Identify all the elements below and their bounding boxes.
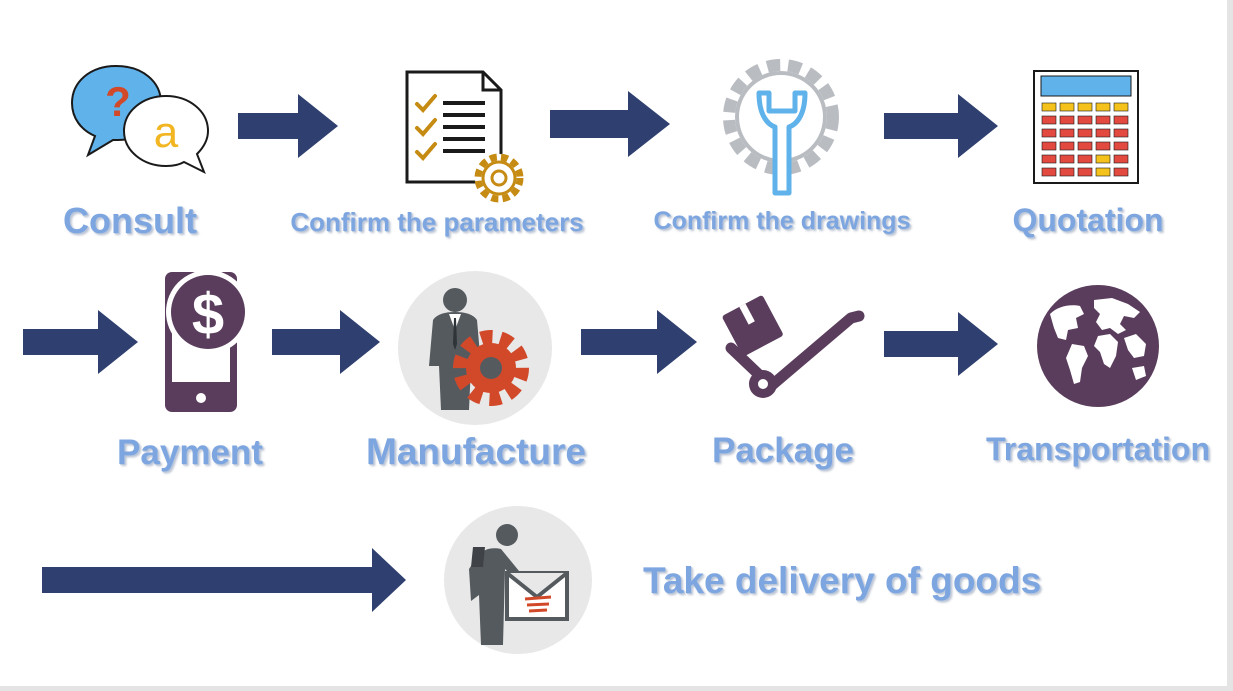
step-label-confirm-drawings: Confirm the drawings	[653, 207, 911, 235]
calculator-key	[1113, 154, 1129, 164]
calculator-key	[1077, 141, 1093, 151]
step-label-payment: Payment	[117, 433, 263, 472]
calculator-key	[1077, 128, 1093, 138]
hand-truck-icon	[722, 288, 865, 406]
calculator-key	[1113, 102, 1129, 112]
calculator-key	[1059, 102, 1075, 112]
businessman-envelope-icon	[443, 505, 593, 655]
flow-arrow-7	[884, 312, 998, 376]
calculator-key	[1041, 141, 1057, 151]
step-label-quotation: Quotation	[1012, 202, 1164, 238]
gear-wrench-icon	[719, 55, 844, 200]
dollar-sign: $	[192, 282, 224, 347]
calculator-key	[1059, 154, 1075, 164]
calculator-key	[1095, 167, 1111, 177]
flow-arrow-3	[884, 94, 998, 158]
calculator-key	[1113, 141, 1129, 151]
calculator-key	[1041, 102, 1057, 112]
calculator-icon	[1033, 70, 1141, 185]
calculator-key	[1077, 167, 1093, 177]
calculator-key	[1113, 128, 1129, 138]
calculator-key	[1041, 115, 1057, 125]
calculator-key	[1041, 154, 1057, 164]
answer-letter: a	[154, 108, 179, 157]
step-label-transportation: Transportation	[985, 431, 1211, 467]
calculator-key	[1113, 115, 1129, 125]
mobile-payment-icon: $	[160, 268, 255, 414]
speech-bubbles-icon: ? a	[68, 60, 213, 180]
calculator-key	[1095, 115, 1111, 125]
step-label-manufacture: Manufacture	[366, 431, 586, 472]
flow-arrow-1	[238, 94, 338, 158]
calculator-key	[1059, 128, 1075, 138]
globe-icon	[1036, 284, 1160, 408]
calculator-key	[1095, 102, 1111, 112]
checklist-gear-icon	[403, 70, 533, 203]
calculator-key	[1059, 167, 1075, 177]
calculator-key	[1059, 115, 1075, 125]
calculator-key	[1041, 167, 1057, 177]
calculator-key	[1077, 154, 1093, 164]
flow-arrow-8	[42, 548, 406, 612]
step-label-confirm-parameters: Confirm the parameters	[290, 207, 584, 237]
flow-arrow-2	[550, 91, 670, 157]
flow-arrow-6	[581, 310, 697, 374]
calculator-key	[1113, 167, 1129, 177]
flow-arrow-5	[272, 310, 380, 374]
step-label-take-delivery: Take delivery of goods	[643, 560, 1042, 601]
calculator-key	[1095, 128, 1111, 138]
businessman-gear-icon	[397, 270, 553, 426]
calculator-key	[1095, 154, 1111, 164]
flow-arrow-4	[23, 310, 138, 374]
calculator-key	[1095, 141, 1111, 151]
calculator-key	[1077, 115, 1093, 125]
calculator-key	[1059, 141, 1075, 151]
calculator-key	[1077, 102, 1093, 112]
calculator-key	[1041, 128, 1057, 138]
step-label-consult: Consult	[63, 200, 197, 241]
step-label-package: Package	[711, 431, 855, 470]
